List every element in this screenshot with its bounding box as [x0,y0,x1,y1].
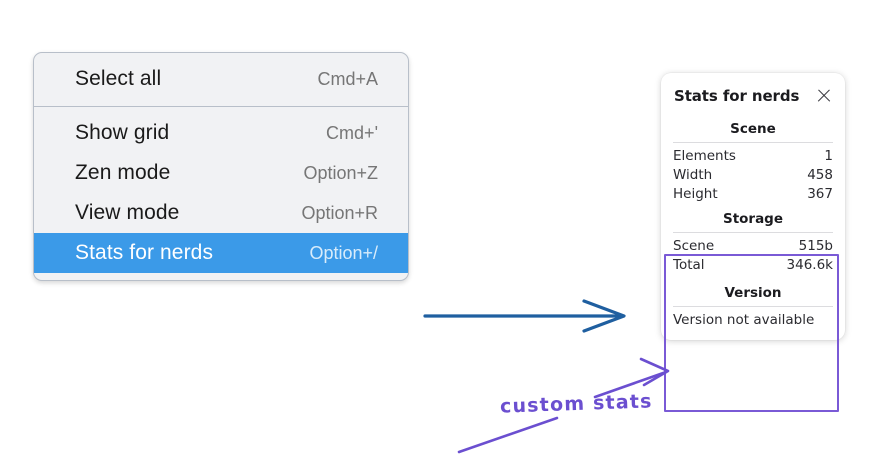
section-heading-storage: Storage [722,211,784,227]
menu-item-stats-for-nerds[interactable]: Stats for nerds Option+/ [34,233,408,273]
menu-item-label: Zen mode [75,161,171,184]
menu-item-view-mode[interactable]: View mode Option+R [34,193,408,233]
stats-row-storage-scene: Scene 515b [661,236,845,255]
version-status-text: Version not available [673,312,815,328]
menu-item-shortcut: Option+Z [303,162,378,183]
stats-row-key: Width [673,166,713,183]
handwritten-annotation-label: custom stats [499,390,653,418]
menu-item-label: View mode [75,201,180,224]
stats-row-storage-total: Total 346.6k [661,255,845,274]
stats-panel-titlebar: Stats for nerds [661,87,845,105]
section-heading-version: Version [724,285,782,301]
stats-panel-title: Stats for nerds [674,87,800,105]
stats-row-key: Elements [673,147,736,164]
menu-group-1: Select all Cmd+A [34,53,408,106]
menu-group-2: Show grid Cmd+' Zen mode Option+Z View m… [34,106,408,280]
context-menu[interactable]: Select all Cmd+A Show grid Cmd+' Zen mod… [33,52,409,281]
menu-item-label: Stats for nerds [75,241,214,264]
blue-arrow-annotation [423,299,626,333]
menu-item-show-grid[interactable]: Show grid Cmd+' [34,113,408,153]
stats-row-value: 515b [798,237,833,254]
section-divider [673,142,833,143]
stats-row-key: Total [673,256,705,273]
menu-item-shortcut: Option+/ [309,242,378,263]
close-icon[interactable] [815,87,833,105]
stats-row-value: 458 [807,166,833,183]
menu-item-label: Show grid [75,121,170,144]
stats-section-version: Version Version not available [661,274,845,328]
stats-row-elements: Elements 1 [661,146,845,165]
stats-row-height: Height 367 [661,184,845,203]
purple-underline-annotation [457,416,559,454]
menu-item-shortcut: Cmd+A [317,68,378,89]
stats-row-value: 1 [824,147,833,164]
menu-item-shortcut: Option+R [301,202,378,223]
stats-row-key: Scene [673,237,715,254]
stats-row-value: 367 [807,185,833,202]
stats-row-value: 346.6k [786,256,833,273]
stats-row-width: Width 458 [661,165,845,184]
menu-item-label: Select all [75,67,162,90]
menu-item-shortcut: Cmd+' [326,122,378,143]
section-heading-scene: Scene [730,121,776,137]
stats-for-nerds-panel: Stats for nerds Scene Elements 1 Width 4… [661,73,845,340]
menu-item-select-all[interactable]: Select all Cmd+A [34,59,408,99]
stats-section-storage: Storage Scene 515b Total 346.6k [661,203,845,274]
stats-row-key: Height [673,185,718,202]
section-divider [673,232,833,233]
stats-section-scene: Scene Elements 1 Width 458 Height 367 [661,119,845,203]
menu-item-zen-mode[interactable]: Zen mode Option+Z [34,153,408,193]
section-divider [673,306,833,307]
